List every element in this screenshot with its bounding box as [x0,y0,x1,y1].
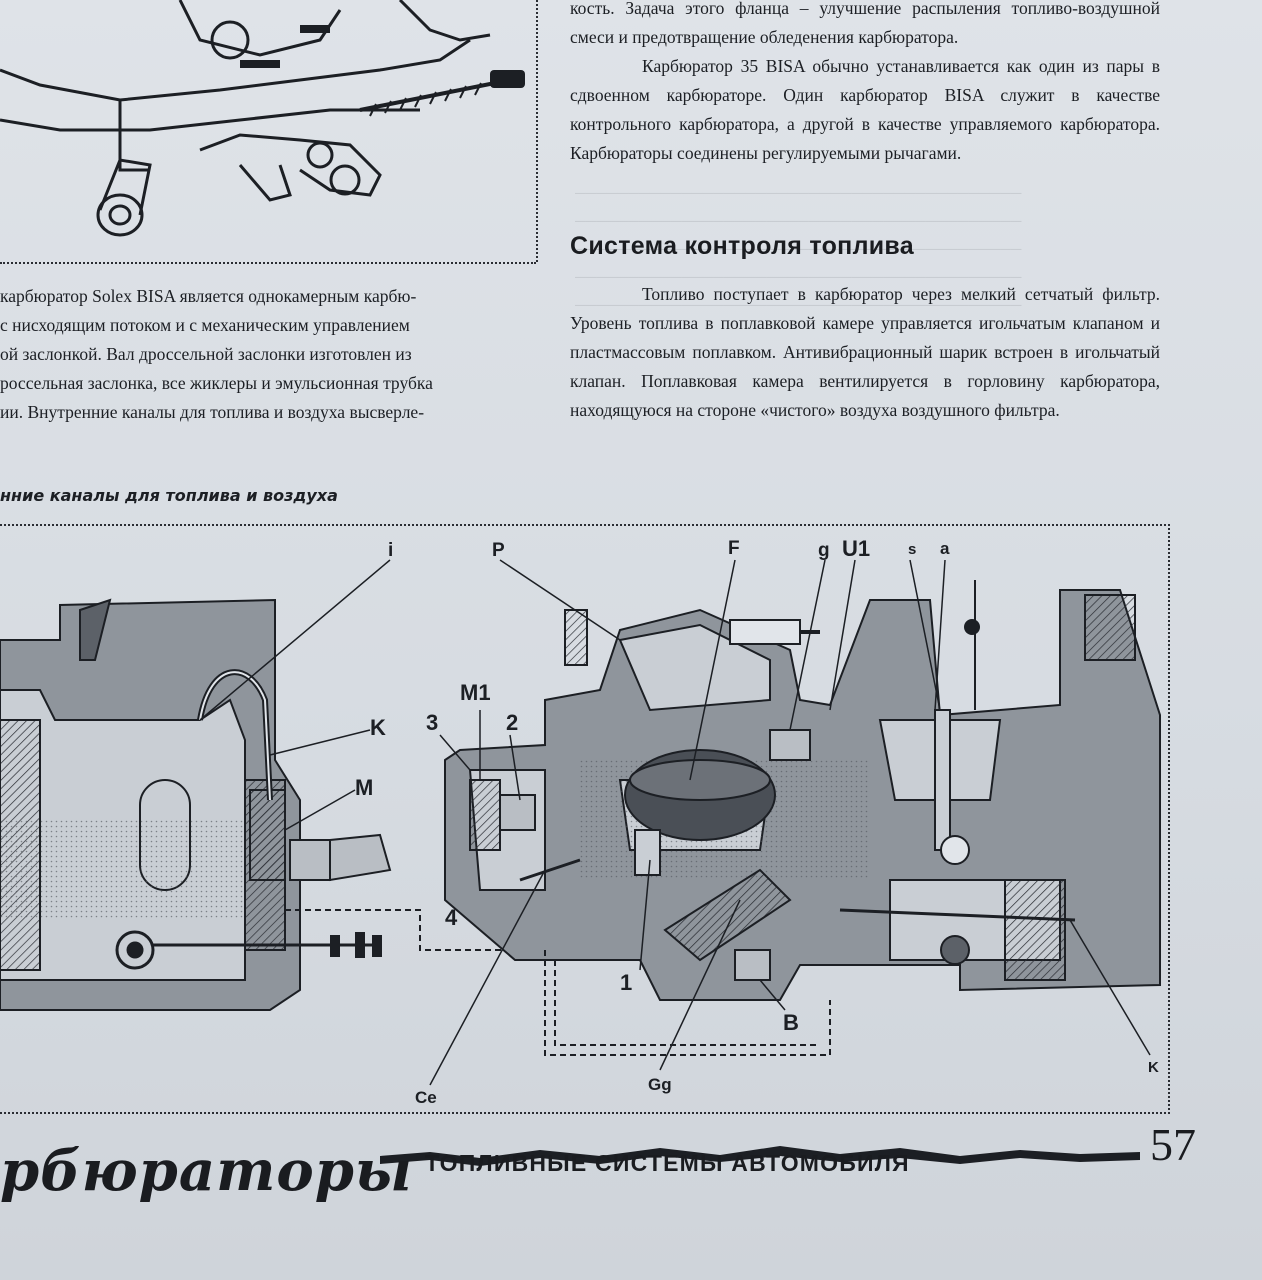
right-column: кость. Задача этого фланца – улучшение р… [570,0,1160,168]
bleed-through-text: ────────────────────────────────────────… [575,186,1022,314]
label-M1: M1 [460,680,491,705]
text-line: ой заслонкой. Вал дроссельной заслонки и… [0,344,412,364]
label-B: B [783,1010,799,1035]
text-line: ии. Внутренние каналы для топлива и возд… [0,402,425,422]
paragraph-flange: кость. Задача этого фланца – улучшение р… [570,0,1160,47]
paragraph-fuel-control: Топливо поступает в карбюратор через мел… [570,284,1160,420]
page-number: 57 [1150,1119,1196,1170]
label-s: s [908,541,916,558]
text-line: россельная заслонка, все жиклеры и эмуль… [0,373,433,393]
right-column-fuel: Топливо поступает в карбюратор через мел… [570,280,1160,425]
label-M: M [355,775,373,800]
label-a: a [940,539,950,558]
text-line: карбюратор Solex BISA является однокамер… [0,286,417,306]
illustration-bottom-rule [0,262,536,264]
carburetor-top-illustration [0,0,525,237]
label-K-lower: K [1148,1059,1159,1076]
label-P: P [492,540,505,561]
footer-rule [380,1146,1140,1166]
figure-right-rule [1168,524,1170,1114]
footer-chapter-title: рбюраторы [0,1138,413,1204]
carburetor-cross-section: i P F g U1 s a K M M1 3 2 4 1 B Ce Gg K [0,536,1161,1107]
section-heading: Система контроля топлива [570,232,914,260]
column-divider [536,0,538,262]
figure-caption: нние каналы для топлива и воздуха [0,486,338,505]
label-1: 1 [620,970,632,995]
label-Ce: Ce [415,1088,437,1107]
label-4: 4 [445,905,458,930]
label-g: g [818,540,830,561]
label-2: 2 [506,710,518,735]
figure-top-rule [0,524,1170,526]
left-column: карбюратор Solex BISA является однокамер… [0,282,525,427]
label-i: i [388,540,393,561]
paragraph-bisa: Карбюратор 35 BISA обычно устанавливаетс… [570,56,1160,163]
label-K-upper: K [370,715,386,740]
figure-bottom-rule [0,1112,1170,1114]
footer-book-title: ТОПЛИВНЫЕ СИСТЕМЫ АВТОМОБИЛЯ [425,1150,910,1176]
label-F: F [728,538,740,559]
label-U1: U1 [842,536,870,561]
text-line: с нисходящим потоком и с механическим уп… [0,315,410,335]
label-3: 3 [426,710,438,735]
label-Gg: Gg [648,1075,672,1094]
